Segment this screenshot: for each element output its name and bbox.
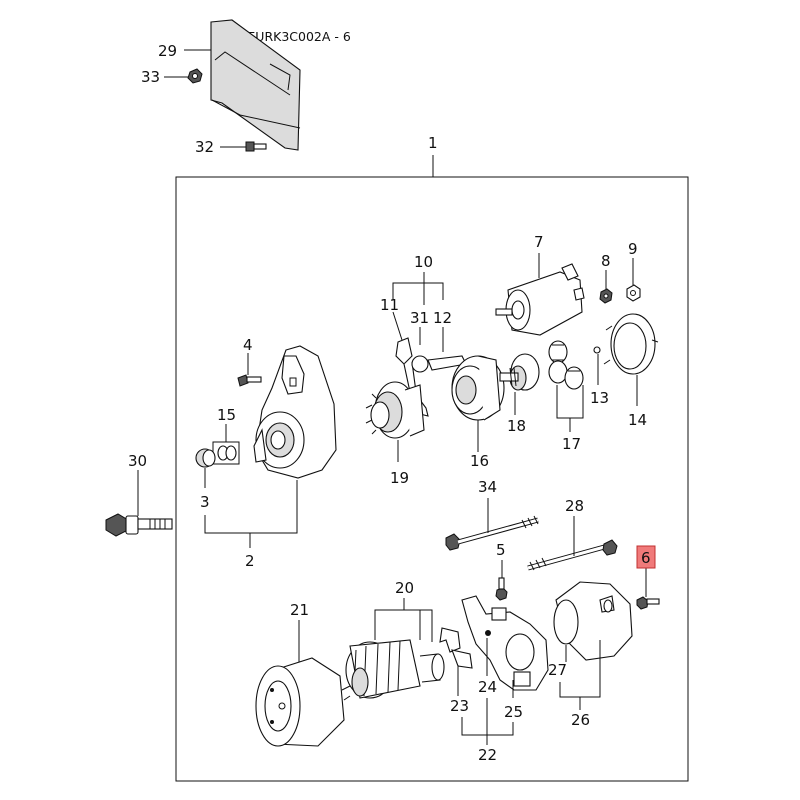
steel-ball-13 (593, 346, 601, 354)
callout-20[interactable]: 20 (395, 579, 414, 597)
callout-32[interactable]: 32 (195, 138, 214, 156)
bolt-32 (245, 141, 267, 152)
callout-25[interactable]: 25 (504, 703, 523, 721)
callout-16[interactable]: 16 (470, 452, 489, 470)
nut-9 (626, 284, 641, 302)
callout-9[interactable]: 9 (628, 240, 638, 258)
callout-10[interactable]: 10 (414, 253, 433, 271)
bolt-4 (237, 374, 262, 387)
callout-1[interactable]: 1 (428, 134, 438, 152)
callout-34[interactable]: 34 (478, 478, 497, 496)
bushing-3 (195, 448, 216, 468)
callout-24[interactable]: 24 (478, 678, 497, 696)
callout-6[interactable]: 6 (641, 549, 651, 567)
callout-21[interactable]: 21 (290, 601, 309, 619)
bracket-plate-29 (210, 19, 301, 151)
callout-22[interactable]: 22 (478, 746, 497, 764)
front-housing-2 (253, 345, 337, 479)
shaft-gear-18 (499, 353, 540, 391)
assembly-box-1 (175, 176, 689, 782)
callout-26[interactable]: 26 (571, 711, 590, 729)
callout-17[interactable]: 17 (562, 435, 581, 453)
screw-5 (495, 577, 508, 601)
through-bolt-28 (527, 539, 618, 571)
callout-2[interactable]: 2 (245, 552, 255, 570)
nut-33 (187, 68, 203, 84)
through-bolt-34 (445, 515, 539, 551)
callout-5[interactable]: 5 (496, 541, 506, 559)
callout-15[interactable]: 15 (217, 406, 236, 424)
gear-housing-16 (451, 355, 505, 421)
callout-3[interactable]: 3 (200, 493, 210, 511)
bushings-15 (212, 441, 240, 465)
overrunning-clutch-19 (365, 381, 425, 439)
armature-20 (341, 639, 445, 701)
yoke-21 (255, 657, 345, 747)
callout-11[interactable]: 11 (380, 296, 399, 314)
callout-33[interactable]: 33 (141, 68, 160, 86)
callout-4[interactable]: 4 (243, 336, 253, 354)
solenoid-7 (495, 263, 585, 336)
callout-6-highlight (636, 545, 656, 569)
nut-8 (599, 288, 613, 304)
brush-holder-23 (439, 627, 473, 669)
callout-19[interactable]: 19 (390, 469, 409, 487)
bolt-30 (105, 513, 173, 537)
callout-28[interactable]: 28 (565, 497, 584, 515)
screw-6 (636, 596, 660, 610)
callout-12[interactable]: 12 (433, 309, 452, 327)
callout-23[interactable]: 23 (450, 697, 469, 715)
brush-plate-24-25 (461, 595, 549, 691)
callout-27[interactable]: 27 (548, 661, 567, 679)
callout-29[interactable]: 29 (158, 42, 177, 60)
callout-13[interactable]: 13 (590, 389, 609, 407)
callout-30[interactable]: 30 (128, 452, 147, 470)
end-cover-27 (553, 581, 633, 661)
callout-31[interactable]: 31 (410, 309, 429, 327)
callout-14[interactable]: 14 (628, 411, 647, 429)
callout-8[interactable]: 8 (601, 252, 611, 270)
planet-gears-17 (548, 340, 584, 390)
callout-7[interactable]: 7 (534, 233, 544, 251)
callout-18[interactable]: 18 (507, 417, 526, 435)
ring-cover-14 (603, 313, 659, 375)
